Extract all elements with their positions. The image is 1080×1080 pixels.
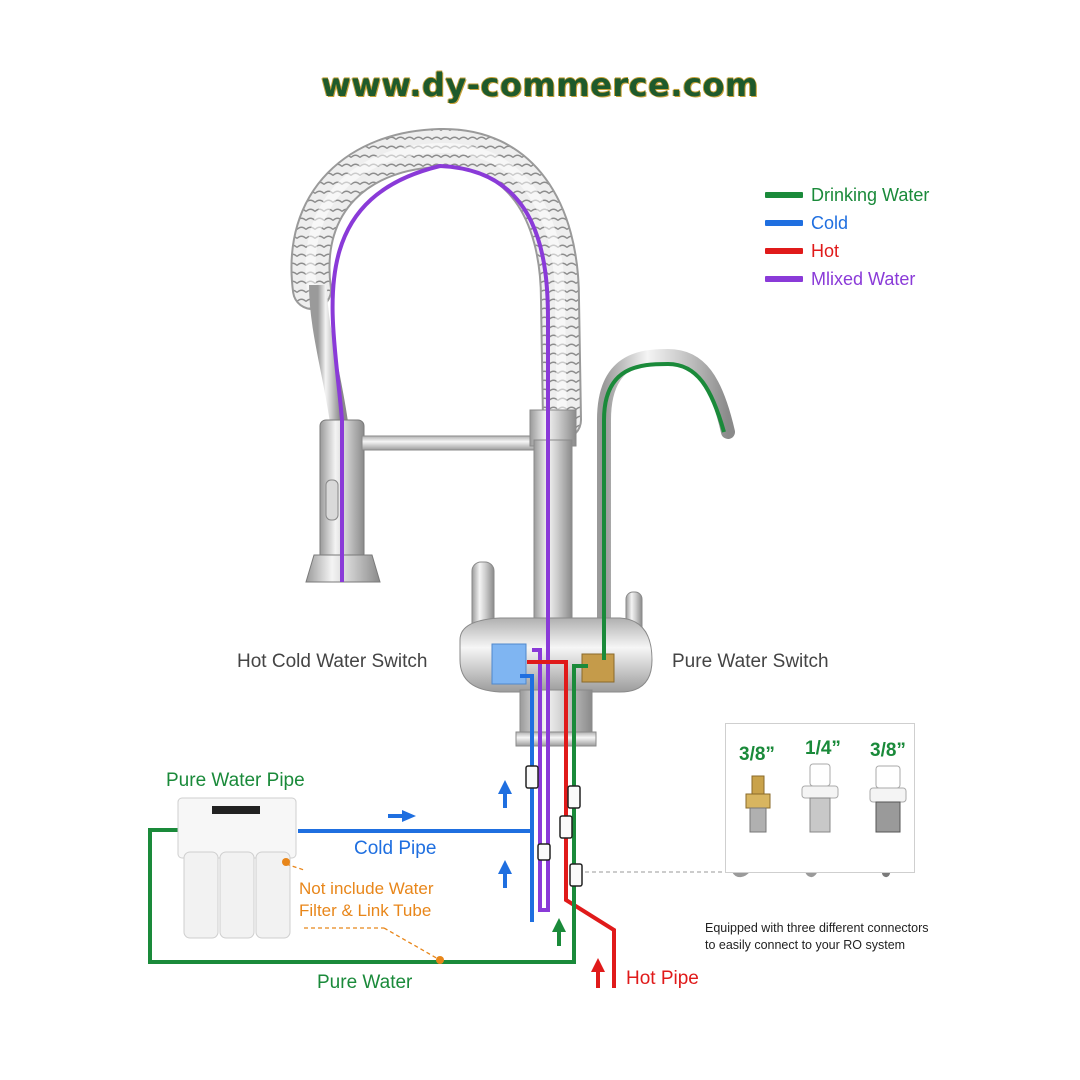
legend-item-cold: Cold [765,209,848,237]
label-pure-water: Pure Water [317,972,413,993]
sprayer-hose [309,284,349,432]
legend-swatch [765,220,803,226]
spring-coil [290,128,582,440]
site-title[interactable]: www.dy-commerce.com [321,66,759,104]
pure-water-loop [148,664,588,964]
legend-label: Cold [811,212,849,233]
flow-arrows [388,780,605,988]
connector-size-3: 3/8” [870,740,906,761]
label-cold-pipe: Cold Pipe [354,838,437,859]
drinking-water-line [602,361,726,660]
drinking-spout [597,348,735,647]
label-pure-water-switch: Pure Water Switch [672,651,829,672]
legend-label: Drinking Water [811,184,930,205]
label-hot-cold-switch: Hot Cold Water Switch [237,651,428,672]
label-not-include-line1: Not include Water [299,879,434,898]
hose-fittings [525,765,583,887]
connector-size-2: 1/4” [805,738,841,759]
connector-panel: 3/8” 1/4” 3/8” [725,723,915,873]
water-filter-unit [177,797,297,939]
connector-images [745,763,907,833]
mixed-water-line [330,163,550,912]
legend-label: Hot [811,240,840,261]
quarter-inch-connector-icon [801,763,839,833]
sprayer-arm [361,435,535,451]
note-dot-filter [282,858,290,866]
faucet-column [529,409,577,621]
connector-caption-line1: Equipped with three different connectors [705,921,929,935]
legend-item-drinking-water: Drinking Water [765,181,929,209]
label-pure-water-pipe: Pure Water Pipe [166,770,305,791]
connector-size-1: 3/8” [739,744,775,765]
connector-caption-line2: to easily connect to your RO system [705,938,906,952]
legend-item-mixed-water: Mlixed Water [765,265,915,293]
legend-swatch [765,192,803,198]
legend-swatch [765,248,803,254]
hot-water-line [527,660,616,988]
legend-item-hot: Hot [765,237,839,265]
note-leaders [285,863,441,961]
brass-connector-icon [745,775,771,833]
label-hot-pipe: Hot Pipe [626,968,699,989]
legend-label: Mlixed Water [811,268,916,289]
cold-water-line [520,674,534,922]
note-dot-pipe [436,956,444,964]
label-not-include-line2: Filter & Link Tube [299,901,432,920]
white-connector-icon [869,765,907,833]
legend-swatch [765,276,803,282]
